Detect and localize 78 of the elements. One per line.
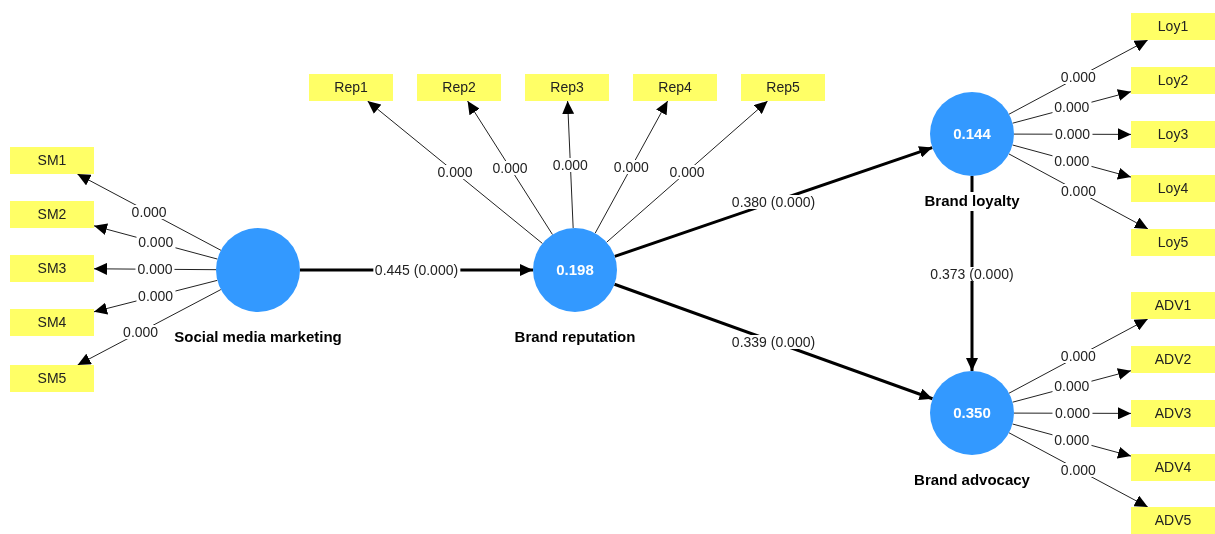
edge-label: 0.000 <box>1058 184 1098 199</box>
indicator-name: SM3 <box>37 259 67 278</box>
indicator-box <box>741 74 825 101</box>
edge-label: 0.000 <box>136 289 176 304</box>
edge-label: 0.380 (0.000) <box>729 195 818 209</box>
indicator-name: ADV1 <box>1154 296 1192 315</box>
edge-label: 0.373 (0.000) <box>928 266 1016 281</box>
indicator-box <box>309 74 393 101</box>
indicator-name: SM5 <box>37 369 67 388</box>
edge-label: 0.000 <box>1052 433 1092 448</box>
indicator-name: Loy4 <box>1157 179 1189 198</box>
arrow <box>594 100 669 234</box>
indicator-box <box>1131 229 1215 256</box>
indicator-box <box>1131 292 1215 319</box>
indicator-box <box>1131 454 1215 481</box>
edge-label: 0.000 <box>1052 154 1092 169</box>
edge-label: 0.000 <box>1052 100 1092 115</box>
edge-label: 0.000 <box>1058 462 1098 477</box>
indicator-box <box>1131 13 1215 40</box>
indicator-box <box>1131 346 1215 373</box>
indicator-box <box>10 201 94 228</box>
indicator-name: ADV5 <box>1154 511 1192 530</box>
indicator-name: Rep2 <box>442 78 476 97</box>
indicator-name: ADV2 <box>1154 350 1192 369</box>
indicator-name: Loy2 <box>1157 71 1189 90</box>
edge-label: 0.000 <box>550 157 590 172</box>
indicator-box <box>1131 400 1215 427</box>
indicator-box <box>1131 67 1215 94</box>
construct-name: Brand loyalty <box>922 192 1022 211</box>
indicator-box <box>525 74 609 101</box>
indicator-box <box>1131 507 1215 534</box>
indicator-box <box>10 255 94 282</box>
indicator-name: Rep3 <box>550 78 584 97</box>
arrow <box>606 100 769 243</box>
indicator-box <box>1131 175 1215 202</box>
indicator-box <box>10 309 94 336</box>
edge-label: 0.000 <box>135 262 175 277</box>
indicator-name: ADV3 <box>1154 404 1192 423</box>
arrow <box>467 100 553 236</box>
indicator-name: Rep4 <box>658 78 692 97</box>
arrow <box>614 146 933 258</box>
edge-label: 0.000 <box>1058 349 1098 364</box>
edge-label: 0.000 <box>1058 70 1098 85</box>
construct-name: Brand advocacy <box>912 471 1032 490</box>
indicator-name: Rep5 <box>766 78 800 97</box>
edge-label: 0.000 <box>121 324 161 339</box>
indicator-name: Loy3 <box>1157 125 1189 144</box>
indicator-name: ADV4 <box>1154 458 1192 477</box>
edge-label: 0.000 <box>435 165 475 180</box>
indicator-name: SM1 <box>37 151 67 170</box>
edge-label: 0.000 <box>136 235 176 250</box>
edge-label: 0.000 <box>129 205 169 220</box>
indicator-name: SM2 <box>37 205 67 224</box>
construct-name: Social media marketing <box>172 328 344 347</box>
indicator-name: SM4 <box>37 313 67 332</box>
indicator-name: Loy1 <box>1157 17 1189 36</box>
edge-label: 0.000 <box>1052 406 1092 421</box>
indicator-box <box>10 147 94 174</box>
edge-label: 0.000 <box>1052 127 1092 142</box>
indicator-box <box>10 365 94 392</box>
indicator-box <box>633 74 717 101</box>
construct-name: Brand reputation <box>512 328 638 347</box>
edge-label: 0.000 <box>667 164 707 179</box>
indicator-name: Rep1 <box>334 78 368 97</box>
r-squared-value: 0.198 <box>556 259 594 280</box>
arrow <box>367 100 543 244</box>
r-squared-value: 0.144 <box>953 123 991 144</box>
indicator-name: Loy5 <box>1157 233 1189 252</box>
r-squared-value: 0.350 <box>953 402 991 423</box>
edge-label: 0.000 <box>1052 379 1092 394</box>
edge-label: 0.000 <box>490 160 530 175</box>
indicator-box <box>1131 121 1215 148</box>
edge-label: 0.339 (0.000) <box>729 334 818 349</box>
edge-label: 0.445 (0.000) <box>372 263 461 277</box>
indicator-box <box>417 74 501 101</box>
arrow <box>614 282 933 401</box>
edge-label: 0.000 <box>611 160 651 175</box>
arrow <box>562 100 575 229</box>
